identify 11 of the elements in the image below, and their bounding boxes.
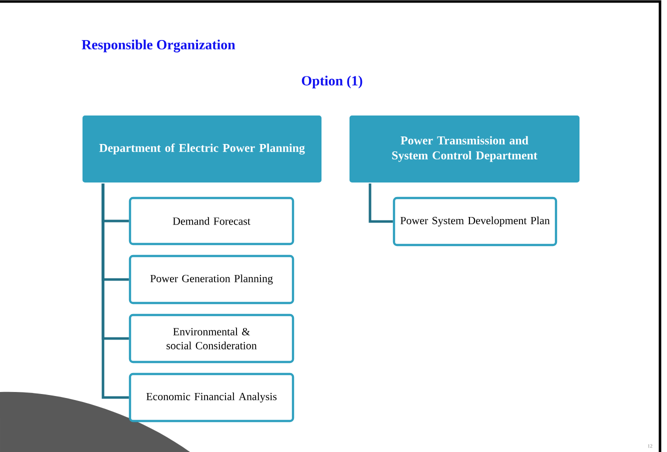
subtitle: Option (1) <box>302 76 362 88</box>
task-box: Economic Financial Analysis <box>128 372 294 422</box>
connector-line <box>368 184 393 223</box>
task-box: Power Generation Planning <box>128 254 294 304</box>
title: Responsible Organization <box>82 40 236 52</box>
department-box: Department of Electric Power Planning <box>82 114 322 184</box>
task-box: Demand Forecast <box>128 196 294 246</box>
task-box: Power System Development Plan <box>392 196 558 246</box>
department-box: Power Transmission and System Control Department <box>348 114 580 184</box>
task-box: Environmental & social Consideration <box>128 314 294 364</box>
connector-line <box>102 184 129 399</box>
